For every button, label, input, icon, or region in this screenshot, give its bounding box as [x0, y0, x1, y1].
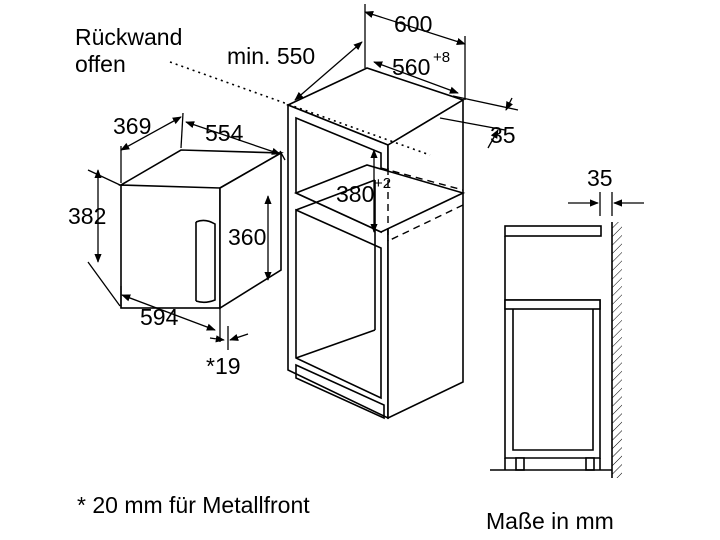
- label-rueckwand: Rückwand: [75, 24, 182, 50]
- dimension-560: [373, 61, 459, 94]
- label-380: 380: [336, 181, 374, 207]
- rear-opening-dashed: [380, 167, 464, 242]
- dimension-554: [185, 121, 286, 161]
- label-380-tolerance: +2: [374, 175, 391, 192]
- units-note: Maße in mm: [486, 508, 614, 534]
- dimension-min-550: [294, 41, 363, 101]
- side-view: [490, 222, 622, 478]
- label-600: 600: [394, 11, 432, 37]
- tall-cabinet: [285, 67, 466, 420]
- footnote-metal-front: * 20 mm für Metallfront: [77, 492, 310, 518]
- label-560-tolerance: +8: [433, 49, 450, 66]
- label-560: 560: [392, 54, 430, 80]
- label-19: *19: [206, 353, 241, 379]
- label-594: 594: [140, 304, 179, 330]
- label-554: 554: [205, 120, 244, 146]
- label-35-top: 35: [490, 122, 516, 148]
- label-382: 382: [68, 203, 106, 229]
- label-offen: offen: [75, 51, 126, 77]
- dimension-382: [87, 169, 121, 307]
- dimension-35-top: [439, 95, 519, 149]
- label-35-side: 35: [587, 165, 613, 191]
- label-369: 369: [113, 113, 151, 139]
- dimension-369: [120, 112, 184, 183]
- dimension-19: [209, 326, 249, 350]
- dimension-35-side: [568, 192, 644, 216]
- dimension-600: [364, 4, 466, 100]
- label-min-550: min. 550: [227, 43, 315, 69]
- rueckwand-leader: [169, 61, 431, 156]
- label-360: 360: [228, 224, 266, 250]
